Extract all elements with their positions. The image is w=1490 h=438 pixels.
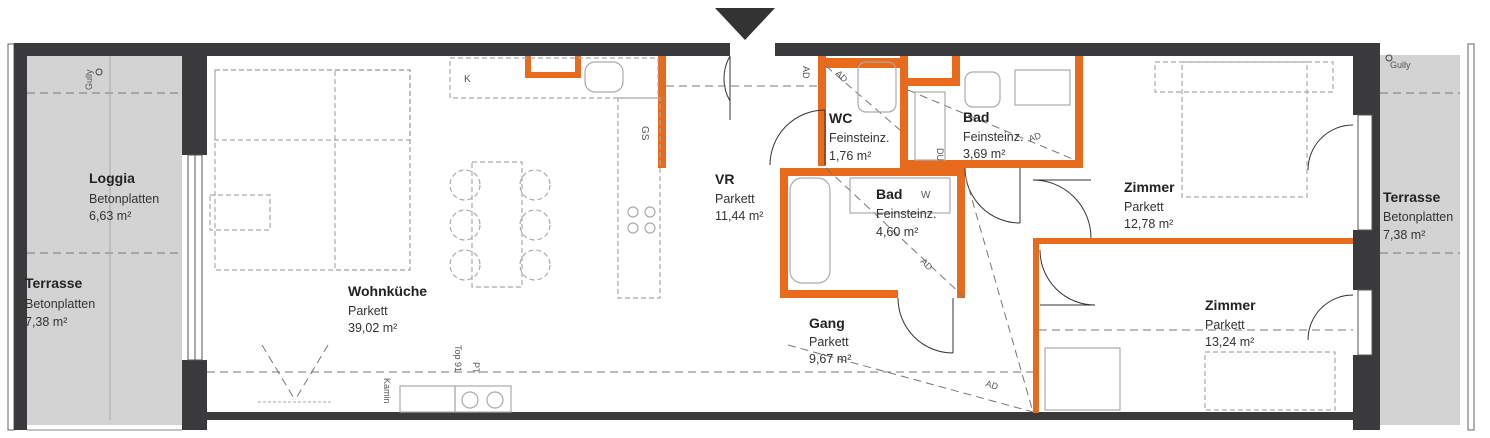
ad-label-gang: AD bbox=[984, 378, 999, 392]
room-gang: Gang Parkett 9,67 m² bbox=[809, 315, 851, 366]
room-area: 9,67 m² bbox=[809, 352, 851, 366]
room-material: Parkett bbox=[715, 192, 755, 206]
room-name: Zimmer bbox=[1205, 297, 1256, 313]
windows bbox=[187, 114, 1373, 361]
room-bad-upper: Bad Feinsteinz. 3,69 m² bbox=[963, 109, 1023, 161]
room-name: Terrasse bbox=[1383, 189, 1441, 205]
room-material: Feinsteinz. bbox=[876, 207, 936, 221]
gully-right-icon bbox=[1385, 54, 1393, 62]
room-area: 7,38 m² bbox=[1383, 228, 1425, 242]
room-material: Parkett bbox=[348, 304, 388, 318]
room-area: 6,63 m² bbox=[89, 209, 131, 223]
room-area: 12,78 m² bbox=[1124, 217, 1173, 231]
interior-walls bbox=[525, 56, 1353, 413]
room-name: Bad bbox=[963, 109, 989, 125]
dashed-lines bbox=[207, 65, 1353, 413]
room-zimmer-lower: Zimmer Parkett 13,24 m² bbox=[1205, 297, 1256, 349]
shower-du-label: DU bbox=[935, 148, 945, 161]
room-area: 1,76 m² bbox=[829, 149, 871, 163]
room-name: WC bbox=[829, 110, 852, 126]
room-area: 13,24 m² bbox=[1205, 335, 1254, 349]
kamin-label: Kamin bbox=[382, 378, 392, 404]
loggia-area bbox=[27, 55, 182, 425]
room-name: Bad bbox=[876, 186, 902, 202]
kitchen-k-label: K bbox=[464, 74, 471, 85]
room-name: VR bbox=[715, 171, 734, 187]
washer-w-label: W bbox=[921, 190, 931, 201]
room-vr: VR Parkett 11,44 m² bbox=[715, 171, 763, 223]
room-area: 3,69 m² bbox=[963, 147, 1005, 161]
room-name: Wohnküche bbox=[348, 283, 427, 299]
entrance-arrow-icon bbox=[715, 8, 775, 40]
doors bbox=[723, 55, 1354, 354]
room-material: Parkett bbox=[1205, 318, 1245, 332]
room-area: 11,44 m² bbox=[715, 209, 763, 223]
pt-label: PT bbox=[471, 362, 481, 374]
top-label: Top 91 bbox=[453, 345, 463, 372]
ad-label-bad: AD bbox=[1027, 130, 1043, 144]
room-bad-lower: Bad Feinsteinz. 4,60 m² bbox=[876, 186, 936, 239]
room-material: Feinsteinz. bbox=[963, 130, 1023, 144]
gully-right-label: Gully bbox=[1390, 60, 1411, 70]
room-name: Gang bbox=[809, 315, 845, 331]
gully-left-icon bbox=[95, 68, 103, 76]
gully-left-label: Gully bbox=[84, 69, 94, 90]
ad-label-bad-lower: AD bbox=[919, 256, 935, 272]
room-area: 4,60 m² bbox=[876, 225, 918, 239]
room-zimmer-upper: Zimmer Parkett 12,78 m² bbox=[1124, 179, 1175, 231]
room-name: Loggia bbox=[89, 170, 135, 186]
room-material: Betonplatten bbox=[1383, 210, 1453, 224]
room-material: Feinsteinz. bbox=[829, 131, 889, 145]
room-area: 7,38 m² bbox=[25, 315, 67, 329]
room-wc: WC Feinsteinz. 1,76 m² bbox=[829, 110, 889, 163]
furniture bbox=[209, 57, 1336, 413]
annotations: Gully Gully K GS DU W Kamin Top 91 PT AD… bbox=[84, 60, 1411, 404]
room-material: Betonplatten bbox=[25, 297, 95, 311]
room-terrasse-left: Terrasse Betonplatten 7,38 m² bbox=[25, 275, 95, 329]
room-material: Parkett bbox=[1124, 200, 1164, 214]
terrace-dash-lines bbox=[27, 55, 1460, 420]
room-material: Parkett bbox=[809, 335, 849, 349]
ad-label-vr: AD bbox=[801, 66, 811, 79]
room-terrasse-right: Terrasse Betonplatten 7,38 m² bbox=[1383, 189, 1453, 242]
room-wohnkueche: Wohnküche Parkett 39,02 m² bbox=[348, 283, 427, 335]
room-loggia: Loggia Betonplatten 6,63 m² bbox=[89, 170, 159, 223]
room-name: Zimmer bbox=[1124, 179, 1175, 195]
room-area: 39,02 m² bbox=[348, 321, 397, 335]
room-name: Terrasse bbox=[25, 275, 83, 291]
ad-label-wc: AD bbox=[834, 68, 850, 84]
exterior-walls bbox=[14, 43, 1380, 430]
kitchen-gs-label: GS bbox=[639, 126, 650, 141]
room-material: Betonplatten bbox=[89, 192, 159, 206]
terrasse-right-area bbox=[1380, 55, 1460, 425]
